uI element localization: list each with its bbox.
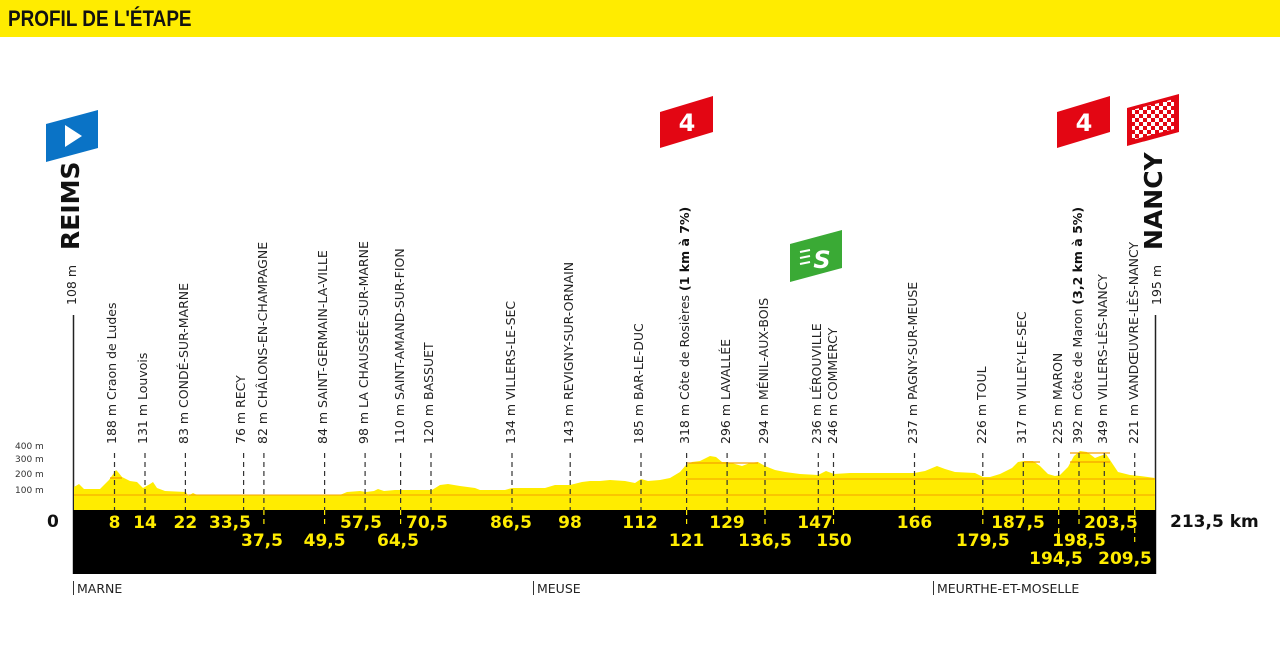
point-label: 185 m BAR-LE-DUC [631,323,646,444]
km-label: 70,5 [406,513,448,533]
y-tick-100: 100 m [15,486,44,496]
total-distance: 213,5 km [1170,512,1259,532]
climb-label-maron: 392 m Côte de Maron (3,2 km à 5%) [1070,206,1085,444]
km-label: 98 [558,513,582,533]
region-label: MEURTHE-ET-MOSELLE [933,581,1079,596]
km-label: 209,5 [1098,549,1152,569]
point-label: 237 m PAGNY-SUR-MEUSE [905,281,920,444]
km-label: 49,5 [303,531,346,551]
point-label: 317 m VILLEY-LE-SEC [1014,311,1029,444]
point-label: 296 m LAVALLÉE [718,338,733,444]
climb-cat4-flag-icon: 4 [1057,96,1110,148]
point-label: 294 m MÉNIL-AUX-BOIS [756,297,771,444]
region-label: MEUSE [533,581,581,596]
point-label: 246 m COMMERCY [825,327,840,444]
km-label: 147 [797,513,833,533]
km-label: 64,5 [377,531,419,551]
km-label: 198,5 [1052,531,1106,551]
km-label: 129 [709,513,745,533]
point-label: 131 m Louvois [135,352,150,444]
km-label: 33,5 [209,513,251,533]
point-label: 134 m VILLERS-LE-SEC [503,300,518,444]
y-tick-300: 300 m [15,455,44,465]
km-label: 136,5 [738,531,792,551]
km-label: 112 [622,513,658,533]
point-label: 83 m CONDÉ-SUR-MARNE [176,282,191,444]
point-label: 82 m CHÂLONS-EN-CHAMPAGNE [255,241,270,444]
km-label: 187,5 [991,513,1045,533]
km-label: 22 [173,513,198,533]
km-label: 86,5 [490,513,532,533]
point-label: 110 m SAINT-AMAND-SUR-FION [392,248,407,444]
km-label: 57,5 [340,513,382,533]
play-icon [46,110,98,162]
point-label: 221 m VANDŒUVRE-LÈS-NANCY [1126,241,1141,444]
start-altitude: 108 m [64,264,79,305]
svg-text:S: S [813,246,830,274]
km-band [73,510,1156,574]
km-label: 8 [108,513,121,533]
point-label: 84 m SAINT-GERMAIN-LA-VILLE [315,250,330,444]
y-tick-400: 400 m [15,442,44,452]
point-label: 236 m LÉROUVILLE [809,323,824,444]
svg-text:4: 4 [679,109,696,137]
finish-city: NANCY [1139,152,1168,250]
point-label: 98 m LA CHAUSSÉE-SUR-MARNE [356,241,371,444]
header-bar: PROFIL DE L'ÉTAPE [0,0,1280,37]
km-label: 37,5 [241,531,283,551]
point-label: 120 m BASSUET [421,342,436,444]
y-tick-200: 200 m [15,470,44,480]
point-label: 225 m MARON [1050,352,1065,444]
point-label: 349 m VILLERS-LÈS-NANCY [1095,274,1110,444]
km-label: 121 [668,531,705,551]
page-title: PROFIL DE L'ÉTAPE [8,6,192,31]
point-label: 143 m REVIGNY-SUR-ORNAIN [561,261,576,444]
point-label: 76 m RECY [233,375,248,444]
km-label: 14 [133,513,157,533]
km-label: 166 [896,513,933,533]
km-zero: 0 [47,512,59,532]
km-label: 179,5 [955,531,1010,551]
sprint-flag-icon: S [790,230,842,282]
svg-text:4: 4 [1076,109,1093,137]
region-label: MARNE [73,581,122,596]
start-city: REIMS [56,161,85,250]
finish-altitude: 195 m [1149,264,1164,305]
checkered-flag-icon [1127,94,1179,146]
climb-label-rosieres: 318 m Côte de Rosières (1 km à 7%) [677,206,692,444]
point-label: 188 m Craon de Ludes [104,302,119,444]
km-label: 203,5 [1084,513,1138,533]
climb-cat4-flag-icon: 4 [660,96,713,148]
km-label: 194,5 [1029,549,1083,569]
point-label: 226 m TOUL [974,366,989,444]
km-label: 150 [816,531,852,551]
profile-area [74,451,1155,510]
